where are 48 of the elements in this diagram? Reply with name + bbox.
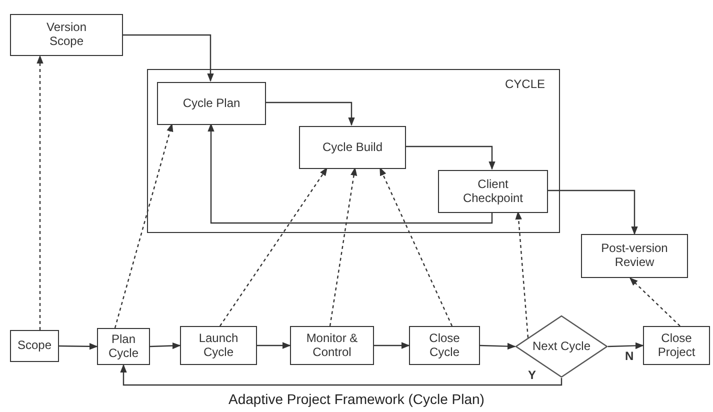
arrow [405, 146, 496, 170]
arrow [220, 167, 328, 326]
edge-label: Y [527, 369, 538, 381]
process-box [581, 234, 688, 278]
node-label: Next Cycle [532, 340, 590, 354]
node-label: Version Scope [45, 21, 88, 49]
arrow [59, 343, 98, 350]
process-box [299, 126, 406, 169]
process-box [157, 82, 266, 125]
frame-title: CYCLE [504, 78, 545, 92]
arrow [150, 342, 181, 350]
process-box [438, 170, 548, 213]
arrow [208, 123, 493, 224]
node-label: Scope [17, 339, 52, 353]
arrow [608, 342, 644, 350]
caption: Adaptive Project Framework (Cycle Plan) [228, 391, 486, 407]
node-label: Launch Cycle [198, 332, 240, 360]
arrow [114, 123, 174, 328]
arrow [257, 342, 291, 349]
node-label: Client Checkpoint [462, 178, 524, 206]
node-label: Post-version Review [600, 242, 669, 270]
process-box [10, 14, 123, 56]
node-label: Close Project [656, 332, 696, 360]
arrow [515, 211, 529, 338]
arrow [629, 277, 680, 326]
process-box [290, 326, 374, 365]
process-box [409, 326, 480, 365]
process-box [643, 326, 710, 365]
arrow [265, 102, 355, 126]
edge-label: N [624, 350, 635, 362]
node-label: Cycle Build [322, 140, 383, 154]
node-label: Cycle Plan [182, 96, 240, 110]
cycle-frame [147, 69, 560, 233]
process-box [10, 330, 59, 362]
node-label: Monitor & Control [305, 332, 359, 360]
arrow [120, 364, 562, 386]
arrow [379, 167, 453, 326]
arrow [480, 342, 516, 350]
arrow [374, 342, 410, 349]
node-label: Close Cycle [428, 332, 461, 360]
arrow [329, 167, 358, 326]
arrow [547, 190, 638, 235]
arrow [123, 34, 214, 82]
node-label: Plan Cycle [107, 332, 140, 360]
process-box [180, 326, 257, 365]
process-box [97, 328, 150, 365]
arrow [36, 55, 44, 330]
decision-diamond [515, 315, 608, 378]
